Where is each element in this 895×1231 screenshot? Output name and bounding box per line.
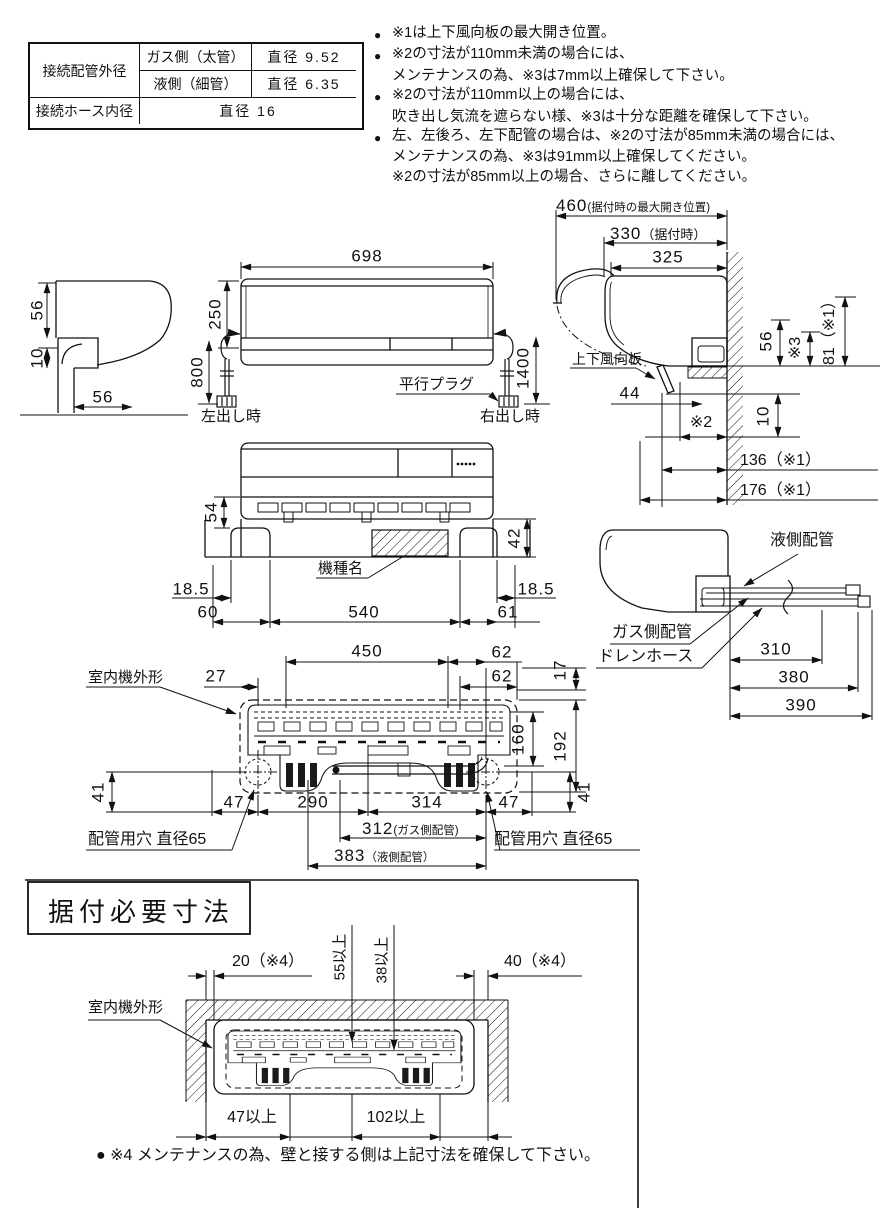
wall-view-drawing (553, 252, 743, 505)
label-pipe-hole-left: 配管用穴 直径65 (88, 831, 207, 848)
dim-380: 380 (778, 667, 810, 687)
bullet-icon: ● (374, 90, 382, 105)
label-pipe-hole-right: 配管用穴 直径65 (494, 831, 613, 848)
dim-102min: 102以上 (366, 1109, 426, 1126)
dim-160: 160 (508, 723, 528, 755)
dim-side-depth: 56 (92, 387, 114, 407)
label-unit-outline-install: 室内機外形 (88, 999, 164, 1016)
dim-47min: 47以上 (227, 1109, 277, 1126)
spec-gas-label: ガス側（太管） (140, 44, 252, 71)
label-left-exit: 左出し時 (201, 408, 262, 425)
dim-312-gas: 312(ガス側配管) (362, 819, 459, 838)
dim-185-right: 18.5 (517, 579, 555, 599)
piping-view-dimensions (596, 553, 873, 720)
note-line: 左、左後ろ、左下配管の場合は、※2の寸法が85mm未満の場合には、 (392, 128, 844, 145)
note-line: メンテナンスの為、※3は7mm以上確保して下さい。 (392, 67, 734, 84)
dim-310: 310 (760, 639, 792, 659)
dim-47-left: 47 (223, 792, 245, 812)
spec-liquid-value: 直径 6.35 (252, 71, 356, 98)
dim-left-cord: 800 (187, 356, 207, 388)
dim-right-cord: 1400 (513, 347, 533, 389)
spec-gas-value: 直径 9.52 (252, 44, 356, 71)
rear-view-dimensions (86, 656, 640, 870)
dim-front-height: 250 (205, 298, 225, 330)
dim-176: 176（※1） (740, 482, 822, 499)
dim-open-max: 460(据付時の最大開き位置) (556, 196, 711, 215)
dim-installed: 330（据付時） (610, 224, 707, 243)
dim-42: 42 (504, 527, 524, 549)
dim-383-liquid: 383（液側配管） (334, 846, 435, 865)
side-view-drawing (20, 280, 188, 416)
front-view-drawing (216, 278, 519, 408)
dim-wall-depth: 325 (652, 247, 684, 267)
label-unit-outline: 室内機外形 (88, 669, 164, 686)
dim-41-left: 41 (88, 781, 108, 803)
label-model-name: 機種名 (318, 560, 364, 577)
dim-side-bottom: 10 (27, 347, 47, 369)
spec-table: 接続配管外径 ガス側（太管） 直径 9.52 液側（細管） 直径 6.35 接続… (28, 42, 364, 130)
dim-40: 40（※4） (503, 953, 577, 970)
dim-20: 20（※4） (231, 953, 305, 970)
section-title: 据付必要寸法 (48, 897, 235, 927)
dim-star2: ※2 (689, 414, 713, 431)
spec-hose-label: 接続ホース内径 (30, 98, 140, 124)
dim-38min: 38以上 (373, 936, 391, 984)
spec-hose-value: 直径 16 (219, 103, 277, 119)
dim-55min: 55以上 (331, 933, 349, 981)
label-gas-pipe: ガス側配管 (612, 624, 693, 641)
dim-314: 314 (411, 792, 443, 812)
dim-62b: 62 (491, 666, 513, 686)
bullet-icon: ● (374, 28, 382, 42)
note-line: 吹き出し気流を遮らない様、※3は十分な距離を確保して下さい。 (392, 108, 818, 125)
dim-47-right: 47 (498, 792, 520, 812)
front-view-dimensions (198, 262, 550, 405)
spec-pipe-od-label: 接続配管外径 (30, 44, 140, 98)
dim-60: 60 (197, 602, 219, 622)
piping-view-drawing (599, 529, 871, 615)
dim-290: 290 (297, 792, 329, 812)
label-vane: 上下風向板 (572, 351, 642, 367)
spec-liquid-label: 液側（細管） (140, 71, 252, 98)
dim-54: 54 (201, 501, 221, 523)
dim-192: 192 (550, 730, 570, 762)
dim-185-left: 18.5 (172, 579, 210, 599)
dim-136: 136（※1） (740, 452, 822, 469)
dim-17: 17 (550, 659, 570, 681)
dim-62a: 62 (491, 642, 513, 662)
dim-side-top: 56 (27, 299, 47, 321)
rear-view-drawing (238, 699, 518, 800)
dim-10: 10 (753, 405, 773, 427)
install-section-dimensions (88, 925, 582, 1141)
dim-450: 450 (351, 641, 383, 661)
bullet-icon: ● (374, 49, 382, 64)
install-section-drawing (25, 879, 639, 1208)
side-view-dimensions (38, 282, 133, 411)
note-line: ※2の寸法が110mm以上の場合には、 (392, 87, 634, 104)
dim-27: 27 (205, 666, 227, 686)
bottom-view-drawing (204, 442, 531, 579)
label-right-exit: 右出し時 (480, 408, 541, 425)
notes-block: ● ※1は上下風向板の最大開き位置。 ● ※2の寸法が110mm未満の場合には、 メ… (374, 24, 844, 187)
dim-390: 390 (785, 695, 817, 715)
dim-56: 56 (756, 330, 776, 352)
note-line: メンテナンスの為、※3は91mm以上確保してください。 (392, 149, 756, 166)
wall-view-dimensions (555, 210, 880, 507)
note-line: ※2の寸法が85mm以上の場合、さらに離してください。 (392, 168, 757, 185)
label-parallel-plug: 平行プラグ (399, 376, 475, 393)
note-line: ※2の寸法が110mm未満の場合には、 (392, 46, 634, 63)
dim-61: 61 (497, 602, 519, 622)
dim-star3: ※3 (787, 336, 804, 360)
dim-41-right: 41 (574, 781, 594, 803)
label-drain-hose: ドレンホース (598, 648, 694, 665)
dim-front-width: 698 (351, 246, 383, 266)
note-line: ※1は上下風向板の最大開き位置。 (392, 25, 616, 41)
label-liquid-pipe: 液側配管 (770, 532, 835, 549)
bottom-view-dimensions (172, 496, 556, 628)
bullet-icon: ● (374, 131, 382, 146)
install-note: ● ※4 メンテナンスの為、壁と接する側は上記寸法を確保して下さい。 (96, 1147, 601, 1164)
dim-81: 81（※1） (821, 292, 838, 366)
dim-540: 540 (348, 602, 380, 622)
dim-44: 44 (619, 383, 641, 403)
